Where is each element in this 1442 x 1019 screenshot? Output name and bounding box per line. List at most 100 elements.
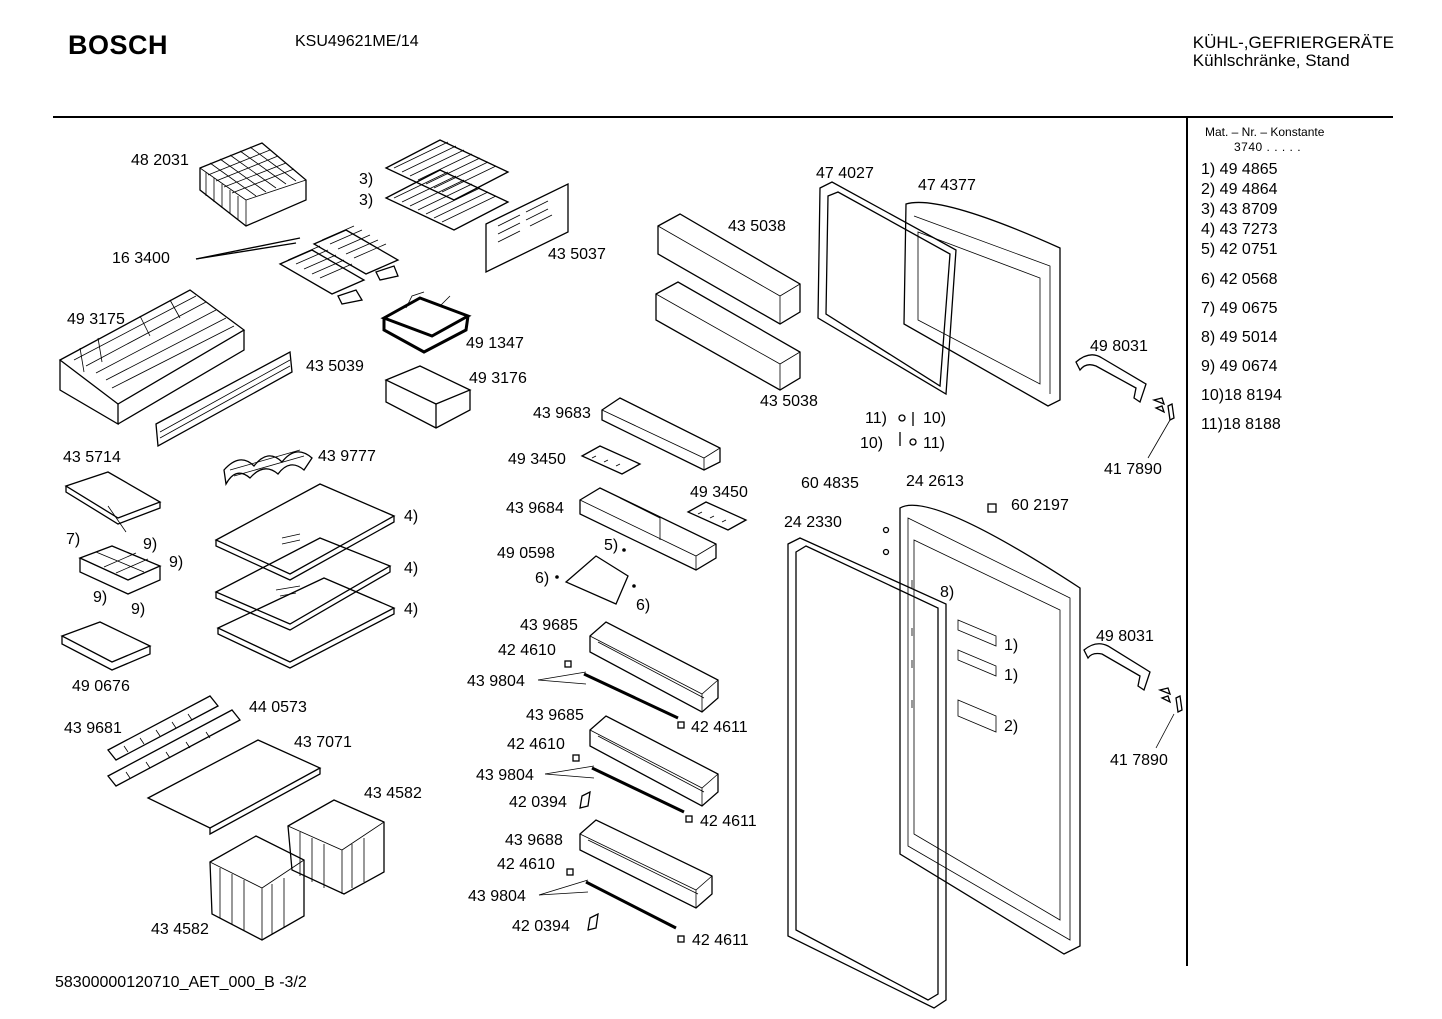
document-code: 58300000120710_AET_000_B -3/2: [55, 974, 307, 991]
legend-item: 8) 49 5014: [1201, 329, 1278, 346]
legend-item: 2) 49 4864: [1201, 181, 1278, 198]
ice-tray-drawing: [195, 225, 400, 305]
part-label: 3): [359, 171, 373, 188]
part-label: 42 4610: [497, 856, 555, 873]
legend-item: 1) 49 4865: [1201, 161, 1278, 178]
part-label: 47 4377: [918, 177, 976, 194]
legend-item: 6) 42 0568: [1201, 271, 1278, 288]
freezer-door-drawing: [817, 181, 1061, 407]
header-rule: [53, 116, 1393, 118]
legend-item: 7) 49 0675: [1201, 300, 1278, 317]
part-label: 43 5038: [760, 393, 818, 410]
legend-constant: 3740 . . . . .: [1234, 140, 1302, 154]
part-label: 49 8031: [1090, 338, 1148, 355]
front-strip-drawing: [155, 350, 293, 448]
part-label: 49 0676: [72, 678, 130, 695]
part-label: 49 3450: [690, 484, 748, 501]
part-label: 11): [923, 435, 945, 452]
part-label: 43 9804: [467, 673, 525, 690]
tray-holder-drawing: [380, 291, 472, 354]
handles-drawing: [1075, 354, 1183, 749]
legend-divider: [1186, 118, 1188, 966]
grille-drawing: [384, 139, 510, 231]
model-number: KSU49621ME/14: [295, 33, 419, 50]
door-shelves-upper-drawing: [655, 213, 801, 391]
part-label: 4): [404, 601, 418, 618]
category-line-2: Kühlschränke, Stand: [1192, 51, 1350, 70]
part-label: 43 9685: [526, 707, 584, 724]
part-label: 9): [143, 536, 157, 553]
part-label: 43 5714: [63, 449, 121, 466]
part-label: 43 9804: [468, 888, 526, 905]
part-label: 43 9777: [318, 448, 376, 465]
part-label: 6): [636, 597, 650, 614]
egg-box-drawing: [78, 545, 162, 595]
part-label: 5): [604, 537, 618, 554]
screws-drawing: [898, 412, 917, 446]
part-label: 43 7071: [294, 734, 352, 751]
part-label: 11): [865, 410, 887, 427]
part-label: 43 4582: [151, 921, 209, 938]
part-label: 16 3400: [112, 250, 170, 267]
part-label: 42 4611: [700, 813, 757, 830]
part-label: 43 9685: [520, 617, 578, 634]
leader-lines: [537, 671, 595, 896]
part-label: 44 0573: [249, 699, 307, 716]
part-label: 49 1347: [466, 335, 524, 352]
part-label: 47 4027: [816, 165, 874, 182]
legend-panel: Mat. – Nr. – Konstante 3740 . . . . . 1)…: [1201, 125, 1391, 435]
part-label: 42 4610: [507, 736, 565, 753]
part-label: 49 0598: [497, 545, 555, 562]
part-label: 9): [93, 589, 107, 606]
part-label: 1): [1004, 667, 1018, 684]
part-label: 41 7890: [1104, 461, 1162, 478]
butter-shelf-drawing: [579, 397, 748, 571]
part-label: 43 9681: [64, 720, 122, 737]
part-label: 42 4611: [692, 932, 749, 949]
flap-drawing: [555, 548, 636, 605]
part-label: 43 9804: [476, 767, 534, 784]
part-label: 48 2031: [131, 152, 189, 169]
part-label: 42 4611: [691, 719, 748, 736]
small-tray-drawing: [60, 621, 152, 671]
trim-strips-drawing: [107, 695, 241, 787]
part-label: 43 9688: [505, 832, 563, 849]
part-label: 4): [404, 508, 418, 525]
legend-item: 11)18 8188: [1201, 416, 1281, 433]
part-label: 49 3450: [508, 451, 566, 468]
part-label: 9): [169, 554, 183, 571]
category: KÜHL-,GEFRIERGERÄTE Kühlschränke, Stand: [1193, 34, 1394, 70]
door-bins-drawing: [564, 621, 719, 943]
part-label: 60 4835: [801, 475, 859, 492]
part-label: 10): [860, 435, 883, 452]
legend-title: Mat. – Nr. – Konstante: [1205, 125, 1325, 139]
part-label: 41 7890: [1110, 752, 1168, 769]
part-label: 1): [1004, 637, 1018, 654]
ice-rack-drawing: [199, 142, 307, 227]
part-label: 43 4582: [364, 785, 422, 802]
legend-item: 4) 43 7273: [1201, 221, 1278, 238]
part-label: 49 3176: [469, 370, 527, 387]
part-label: 2): [1004, 718, 1018, 735]
freezer-drawer-drawing: [58, 289, 246, 426]
part-label: 4): [404, 560, 418, 577]
flat-tray-drawing: [64, 471, 162, 533]
part-label: 43 5038: [728, 218, 786, 235]
part-label: 42 0394: [512, 918, 570, 935]
part-label: 43 9684: [506, 500, 564, 517]
part-label: 42 0394: [509, 794, 567, 811]
part-label: 3): [359, 192, 373, 209]
glass-shelves-drawing: [214, 483, 396, 669]
legend-item: 3) 43 8709: [1201, 201, 1278, 218]
part-label: 10): [923, 410, 946, 427]
part-label: 43 5039: [306, 358, 364, 375]
glass-plate-drawing: [146, 739, 322, 836]
legend-list: 1) 49 4865 2) 49 4864 3) 43 8709 4) 43 7…: [1201, 160, 1391, 435]
part-label: 7): [66, 531, 80, 548]
part-label: 6): [535, 570, 549, 587]
part-label: 24 2330: [784, 514, 842, 531]
part-label: 49 3175: [67, 311, 125, 328]
part-label: 8): [940, 584, 954, 601]
part-label: 43 9683: [533, 405, 591, 422]
